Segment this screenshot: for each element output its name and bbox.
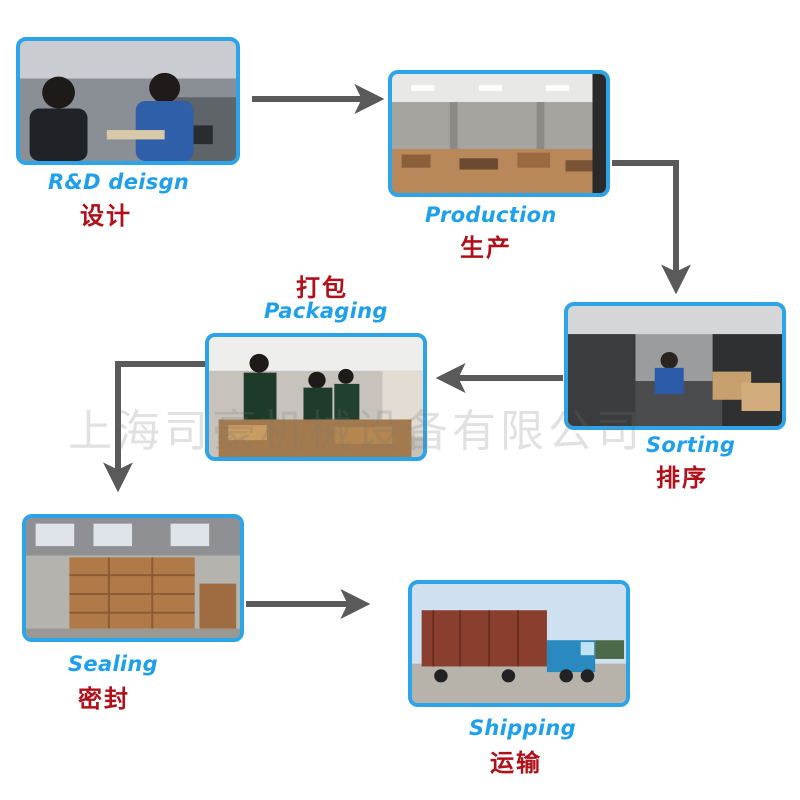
shipping-label-cn: 运输 [490,749,542,777]
rd-design-label-cn: 设计 [80,202,132,230]
production-label-cn: 生产 [460,234,512,262]
packaging-label-en: Packaging [264,299,388,323]
sealing-label-cn: 密封 [78,685,130,713]
packaging-label-cn: 打包 [296,274,348,302]
sorting-label-cn: 排序 [656,464,708,492]
shipping-photo [408,580,630,707]
arrow-packaging-to-sealing [103,361,208,493]
sorting-label-en: Sorting [646,433,736,457]
sealing-label-en: Sealing [68,652,159,676]
company-watermark: 上海司豪机械设备有限公司 [68,406,644,457]
shipping-label-en: Shipping [469,716,576,740]
sealing-photo [22,514,244,642]
production-label-en: Production [425,203,557,227]
rd-design-label-en: R&D deisgn [48,170,190,194]
arrow-production-to-sorting [612,160,691,295]
production-photo [388,70,610,197]
packaging-photo [205,333,427,461]
rd-design-photo [16,37,240,165]
sorting-photo [564,302,786,430]
